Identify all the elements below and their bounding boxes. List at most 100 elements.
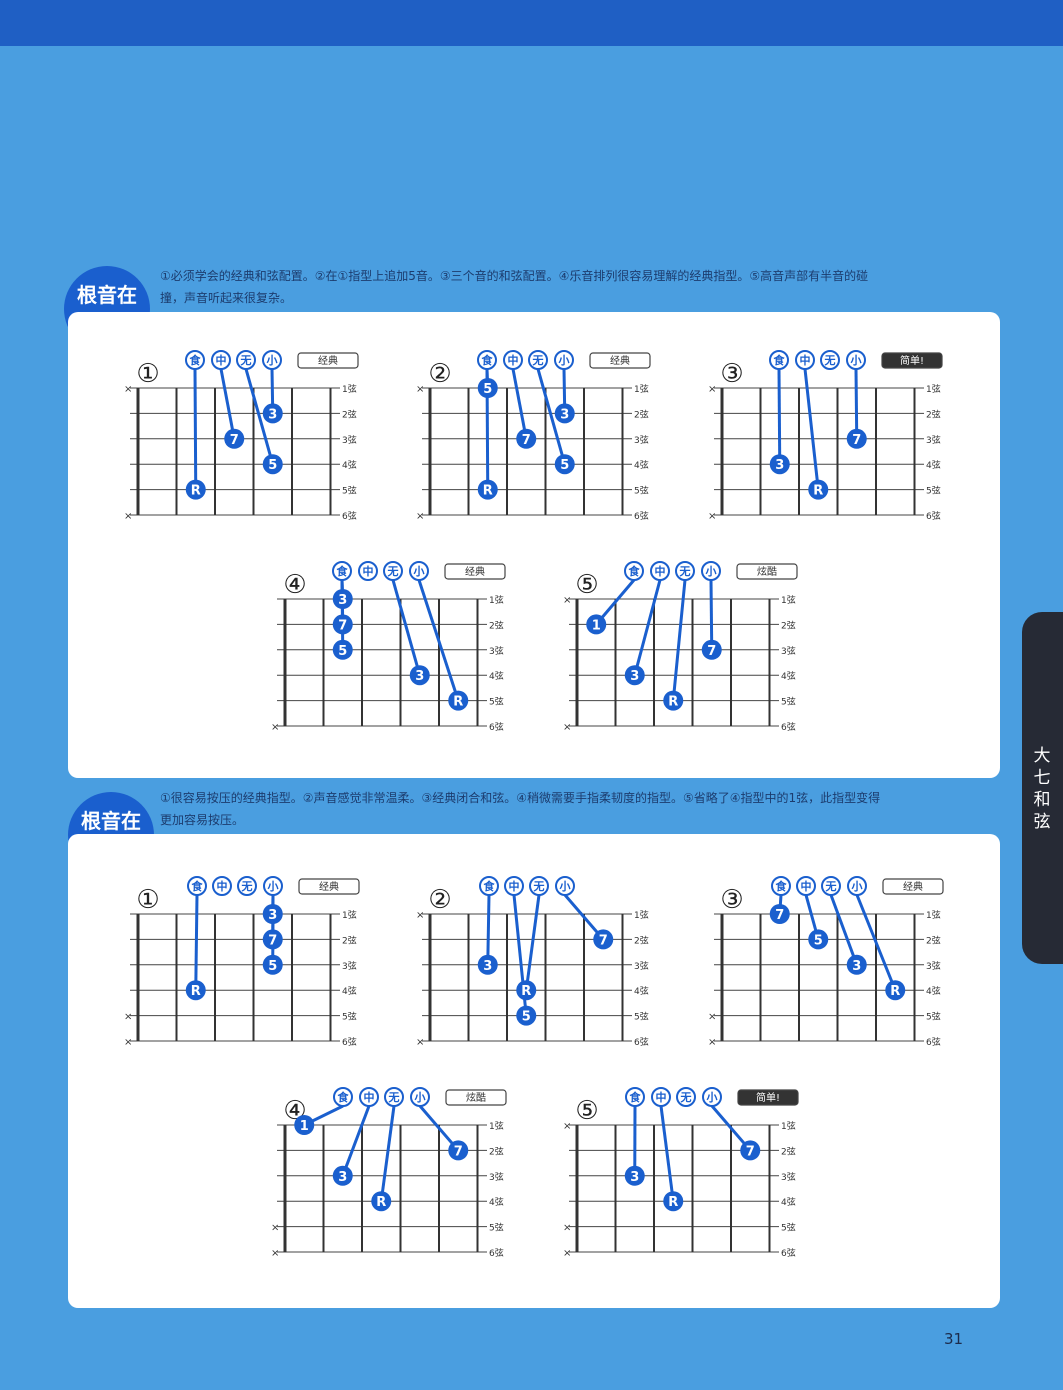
note-label: R: [191, 984, 201, 999]
finger-circle: [477, 350, 497, 370]
string-label: 6弦: [342, 1036, 357, 1048]
section-description: ①很容易按压的经典指型。②声音感觉非常温柔。③经典闭合和弦。④稍微需要手指柔韧度…: [160, 787, 1010, 831]
finger-circle: [359, 1087, 379, 1107]
finger-circle: [528, 350, 548, 370]
chord-tag: [444, 563, 506, 580]
mute-mark: ×: [124, 1037, 132, 1048]
finger-circle: [650, 561, 670, 581]
diagram-number: ④: [283, 570, 306, 600]
finger-label: 食: [482, 353, 494, 367]
mute-mark: ×: [271, 1248, 279, 1259]
finger-circle: [624, 561, 644, 581]
string-label: 1弦: [342, 909, 357, 921]
string-label: 6弦: [926, 1036, 941, 1048]
finger-circle: [237, 876, 257, 896]
finger-label: 食: [774, 353, 786, 367]
diagram-number: ③: [720, 885, 743, 915]
chord-tag: [298, 878, 360, 895]
chord-tag: [881, 352, 943, 369]
string-label: 6弦: [781, 721, 796, 733]
finger-circle: [503, 350, 523, 370]
finger-line: [659, 1105, 675, 1202]
finger-line: [524, 894, 541, 991]
string-label: 3弦: [342, 960, 357, 972]
finger-circle: [554, 350, 574, 370]
string-label: 2弦: [342, 408, 357, 420]
string-label: 4弦: [926, 459, 941, 471]
finger-circle: [847, 876, 867, 896]
finger-label: 无: [532, 354, 544, 367]
finger-line: [803, 368, 820, 490]
mute-mark: ×: [416, 910, 424, 921]
finger-line: [341, 1105, 371, 1177]
finger-circle: [701, 561, 721, 581]
note-dot: [371, 1191, 392, 1212]
note-label: 5: [522, 1010, 531, 1025]
note-label: 7: [775, 908, 784, 923]
finger-circle: [771, 876, 791, 896]
finger-label: 中: [509, 879, 520, 893]
mute-mark: ×: [563, 1223, 571, 1234]
note-label: 3: [630, 669, 639, 684]
finger-label: 小: [706, 1090, 718, 1104]
string-label: 5弦: [342, 1011, 357, 1023]
string-label: 1弦: [781, 594, 796, 606]
page-number: 31: [944, 1330, 964, 1348]
string-label: 1弦: [634, 909, 649, 921]
string-label: 6弦: [342, 510, 357, 522]
string-label: 1弦: [926, 383, 941, 395]
note-label: 3: [338, 593, 347, 608]
string-label: 4弦: [489, 670, 504, 682]
finger-label: 无: [533, 880, 545, 893]
finger-circle: [358, 561, 378, 581]
finger-line: [536, 368, 567, 465]
note-label: 5: [560, 458, 569, 473]
note-dot: [262, 954, 283, 975]
chord-diagram: ②1弦2弦3弦4弦5弦6弦××食中无小35R7: [416, 876, 649, 1048]
finger-label: 中: [655, 564, 666, 578]
note-dot: [332, 614, 353, 635]
mute-mark: ×: [563, 1248, 571, 1259]
note-label: 3: [630, 1170, 639, 1185]
mute-mark: ×: [416, 1037, 424, 1048]
chord-tag-label: 炫酷: [757, 565, 777, 578]
finger-label: 无: [824, 354, 836, 367]
chord-tag-label: 经典: [319, 880, 339, 893]
string-label: 3弦: [342, 434, 357, 446]
finger-circle: [625, 1087, 645, 1107]
string-label: 5弦: [634, 485, 649, 497]
diagram-number: ⑤: [575, 1096, 598, 1126]
chord-diagram: ④1弦2弦3弦4弦5弦6弦××食中无小炫酷13R7: [271, 1087, 507, 1259]
badge-line-1: 根音在: [81, 809, 141, 833]
mute-mark: ×: [708, 384, 716, 395]
finger-circle: [820, 350, 840, 370]
chord-diagram: ①1弦2弦3弦4弦5弦6弦××食中无小经典R753: [124, 350, 359, 522]
note-dot: [262, 904, 283, 924]
finger-label: 无: [387, 565, 399, 578]
string-label: 4弦: [781, 670, 796, 682]
chord-tag: [882, 878, 944, 895]
finger-label: 中: [363, 564, 374, 578]
string-label: 6弦: [926, 510, 941, 522]
mute-mark: ×: [271, 1223, 279, 1234]
finger-line: [244, 368, 275, 465]
finger-circle: [769, 350, 789, 370]
mute-mark: ×: [271, 722, 279, 733]
note-dot: [769, 454, 790, 475]
mute-mark: ×: [708, 511, 716, 522]
string-label: 5弦: [489, 696, 504, 708]
note-dot: [846, 428, 867, 449]
string-label: 3弦: [781, 1171, 796, 1183]
note-label: R: [483, 484, 493, 499]
finger-label: 食: [630, 1090, 642, 1104]
finger-line: [829, 894, 859, 966]
finger-label: 小: [705, 564, 717, 578]
note-label: 5: [268, 959, 277, 974]
mute-mark: ×: [708, 1037, 716, 1048]
note-dot: [885, 980, 906, 1001]
note-label: R: [191, 484, 201, 499]
finger-circle: [676, 1087, 696, 1107]
note-dot: [262, 454, 283, 475]
finger-circle: [410, 1087, 430, 1107]
finger-label: 无: [388, 1091, 400, 1104]
